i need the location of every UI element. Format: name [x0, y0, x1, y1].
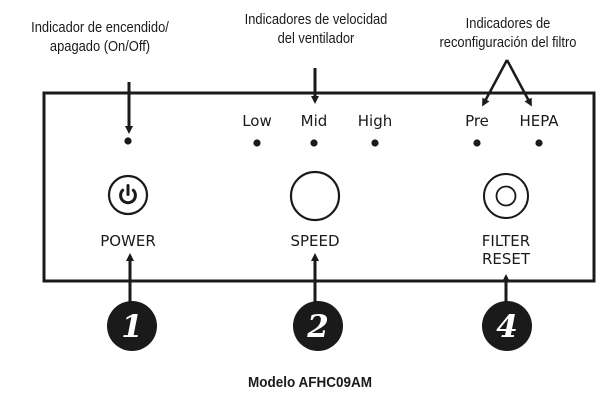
speed-button[interactable] — [289, 170, 341, 222]
power-button[interactable] — [107, 174, 149, 216]
pre-filter-label: Pre — [465, 112, 489, 130]
annotation-line: del ventilador — [277, 30, 355, 47]
callout-number: 1 — [121, 309, 143, 345]
power-indicator-annotation: Indicador de encendido/ apagado (On/Off) — [14, 18, 186, 56]
annotation-line: Indicadores de velocidad — [244, 11, 388, 28]
hepa-filter-indicator-light — [535, 139, 543, 147]
speed-mid-label: Mid — [300, 112, 328, 130]
callout-4: 4 — [482, 301, 532, 351]
speed-mid-indicator-light — [310, 139, 318, 147]
filter-reset-label-line: FILTER — [481, 232, 531, 250]
annotation-line: reconfiguración del filtro — [439, 34, 577, 51]
pre-indicator-arrow — [482, 59, 509, 107]
callout-number: 2 — [306, 309, 329, 345]
callout-2: 2 — [293, 301, 343, 351]
hepa-filter-label: HEPA — [519, 112, 559, 130]
filter-reset-button[interactable] — [483, 173, 529, 219]
filter-reset-label-line: RESET — [481, 250, 531, 268]
callout-1: 1 — [107, 301, 157, 351]
filter-indicators-annotation: Indicadores de reconfiguración del filtr… — [422, 14, 594, 52]
hepa-indicator-arrow — [505, 59, 532, 107]
power-button-label: POWER — [100, 232, 156, 250]
pre-filter-indicator-light — [473, 139, 481, 147]
speed-high-indicator-light — [371, 139, 379, 147]
model-label: Modelo AFHC09AM — [247, 374, 373, 391]
speed-low-indicator-light — [253, 139, 261, 147]
speed-indicators-annotation: Indicadores de velocidad del ventilador — [221, 10, 410, 48]
annotation-line: Indicador de encendido/ — [31, 19, 169, 36]
annotation-line: apagado (On/Off) — [49, 38, 151, 55]
callout-number: 4 — [496, 309, 518, 345]
speed-button-label: SPEED — [290, 232, 340, 250]
power-symbol-icon — [119, 184, 137, 205]
annotation-line: Indicadores de — [465, 15, 551, 32]
filter-reset-label: FILTER RESET — [466, 232, 546, 268]
power-indicator-light — [124, 137, 132, 145]
speed-high-label: High — [357, 112, 393, 130]
speed-low-label: Low — [242, 112, 272, 130]
